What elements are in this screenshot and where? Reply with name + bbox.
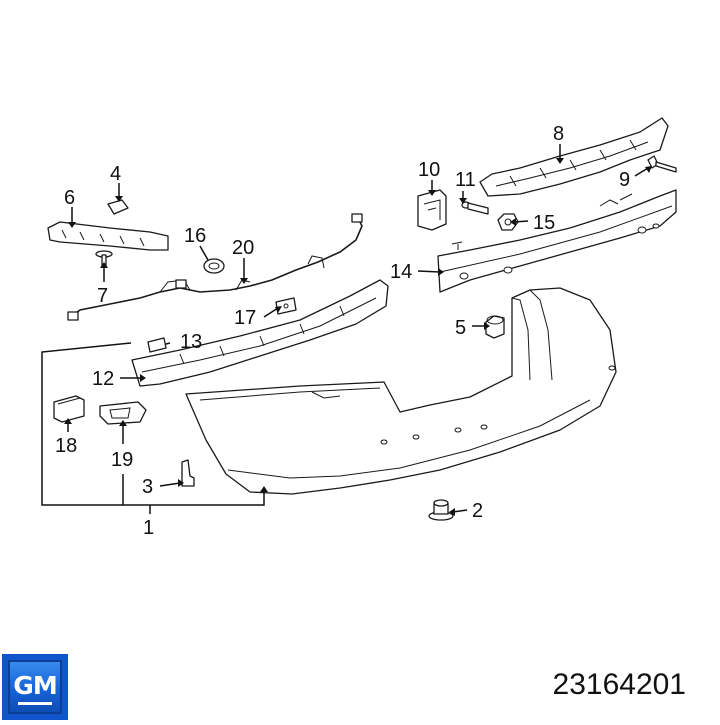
callout-2: 2 xyxy=(472,500,483,522)
part-13-clip xyxy=(147,337,167,353)
part-6-guide xyxy=(47,221,169,251)
callout-14: 14 xyxy=(390,261,412,283)
gm-logo: GM xyxy=(2,654,68,720)
part-19-bracket xyxy=(99,401,147,425)
part-8-energy-absorber xyxy=(479,117,669,197)
gm-logo-text: GM xyxy=(13,671,57,700)
part-4-clip xyxy=(107,199,129,215)
callout-15: 15 xyxy=(533,212,555,234)
callout-17: 17 xyxy=(234,307,256,329)
part-9-screw xyxy=(647,155,677,173)
gm-logo-badge: GM xyxy=(8,660,62,714)
callout-20: 20 xyxy=(232,237,254,259)
callout-18: 18 xyxy=(55,435,77,457)
callout-4: 4 xyxy=(110,163,121,185)
leader-lines xyxy=(41,144,652,516)
callout-12: 12 xyxy=(92,368,114,390)
gm-logo-underline xyxy=(18,702,52,705)
part-number: 23164201 xyxy=(552,668,686,701)
callout-labels: 4 6 7 16 20 8 9 10 11 15 14 5 17 13 12 1… xyxy=(55,123,630,539)
callout-5: 5 xyxy=(455,317,466,339)
part-11-bolt xyxy=(461,201,489,215)
callout-16: 16 xyxy=(184,225,206,247)
callout-10: 10 xyxy=(418,159,440,181)
part-5-isolator xyxy=(485,315,505,339)
part-16-sensor xyxy=(203,258,225,274)
callout-9: 9 xyxy=(619,169,630,191)
callout-1: 1 xyxy=(143,517,154,539)
part-1-bumper-fascia xyxy=(185,287,617,495)
part-17-clip xyxy=(275,297,297,315)
part-14-impact-bar xyxy=(437,189,677,293)
callout-13: 13 xyxy=(180,331,202,353)
callout-8: 8 xyxy=(553,123,564,145)
callout-7: 7 xyxy=(97,285,108,307)
callout-3: 3 xyxy=(142,476,153,498)
part-3-fastener xyxy=(181,459,195,487)
part-2-push-pin xyxy=(428,499,454,521)
part-18-module xyxy=(53,395,85,423)
callout-6: 6 xyxy=(64,187,75,209)
part-10-bracket xyxy=(417,189,447,231)
callout-19: 19 xyxy=(111,449,133,471)
part-12-support xyxy=(131,279,389,387)
callout-11: 11 xyxy=(455,169,476,191)
